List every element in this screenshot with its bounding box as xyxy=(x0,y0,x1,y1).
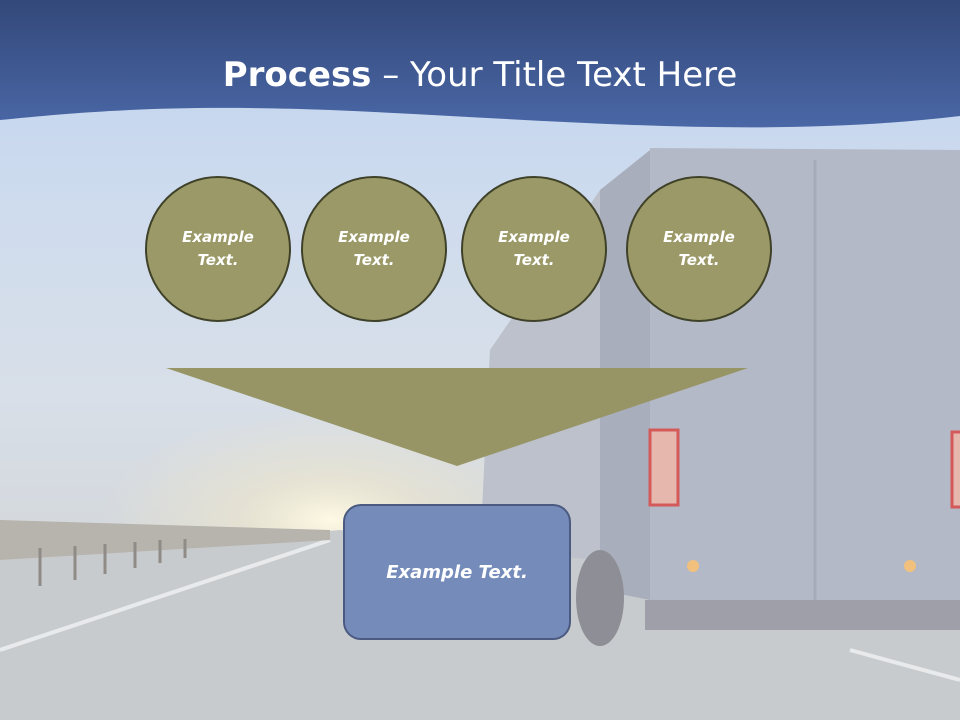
process-step-circle-2[interactable]: Example Text. xyxy=(301,176,447,322)
guard-rail-posts xyxy=(38,539,187,586)
result-box[interactable]: Example Text. xyxy=(343,504,571,640)
funnel-arrow xyxy=(166,368,748,466)
trailer-reflector-left xyxy=(648,428,680,507)
step-label-2: Example Text. xyxy=(338,228,410,269)
funnel-triangle xyxy=(166,368,748,466)
guard-rail xyxy=(0,520,330,560)
step-label-3: Example Text. xyxy=(498,228,570,269)
page-title: Process – Your Title Text Here xyxy=(0,52,960,98)
header-band xyxy=(0,0,960,128)
road-lane-line-right xyxy=(849,648,960,682)
process-step-circle-1[interactable]: Example Text. xyxy=(145,176,291,322)
truck-wheel xyxy=(576,550,624,646)
step-label-1: Example Text. xyxy=(182,228,254,269)
result-label: Example Text. xyxy=(386,561,528,583)
process-step-circle-4[interactable]: Example Text. xyxy=(626,176,772,322)
truck-light xyxy=(687,560,699,572)
truck-light-right xyxy=(904,560,916,572)
road-lane-line xyxy=(0,538,331,652)
process-step-circle-3[interactable]: Example Text. xyxy=(461,176,607,322)
trailer-bumper xyxy=(645,600,960,630)
step-label-4: Example Text. xyxy=(663,228,735,269)
trailer-reflector-right xyxy=(950,430,960,509)
title-bold: Process xyxy=(222,55,372,95)
title-rest: – Your Title Text Here xyxy=(371,55,738,95)
